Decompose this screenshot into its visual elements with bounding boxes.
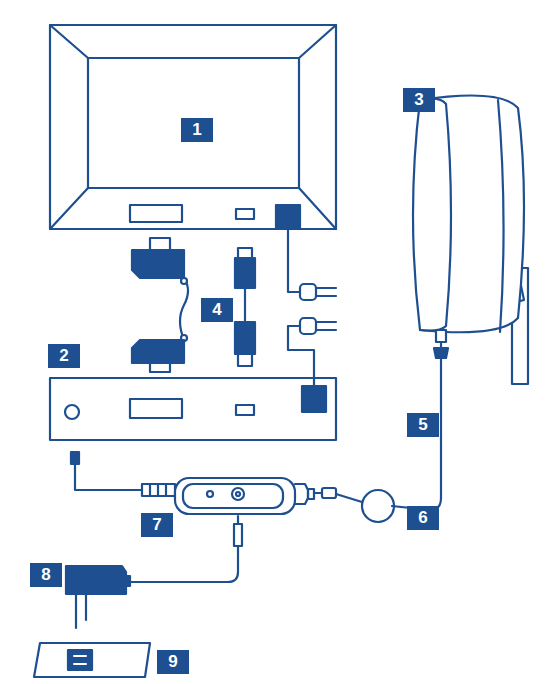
antenna	[314, 96, 528, 523]
callout-number: 6	[407, 506, 439, 530]
callout-number: 2	[48, 344, 80, 368]
wall-socket	[34, 643, 150, 677]
tv-set	[50, 25, 336, 229]
callout-number: 9	[157, 650, 189, 674]
callout-number: 3	[403, 88, 435, 112]
receiver	[50, 378, 336, 440]
callout-number: 5	[407, 413, 439, 437]
callout-number: 7	[141, 513, 173, 537]
power-adapter	[66, 566, 130, 628]
callout-number: 1	[181, 118, 213, 142]
power-injector	[71, 452, 314, 582]
power-cords	[288, 228, 336, 386]
callout-number: 4	[201, 298, 233, 322]
callout-number: 8	[30, 563, 62, 587]
scart-cable	[132, 238, 188, 372]
hdmi-cable	[235, 248, 255, 366]
